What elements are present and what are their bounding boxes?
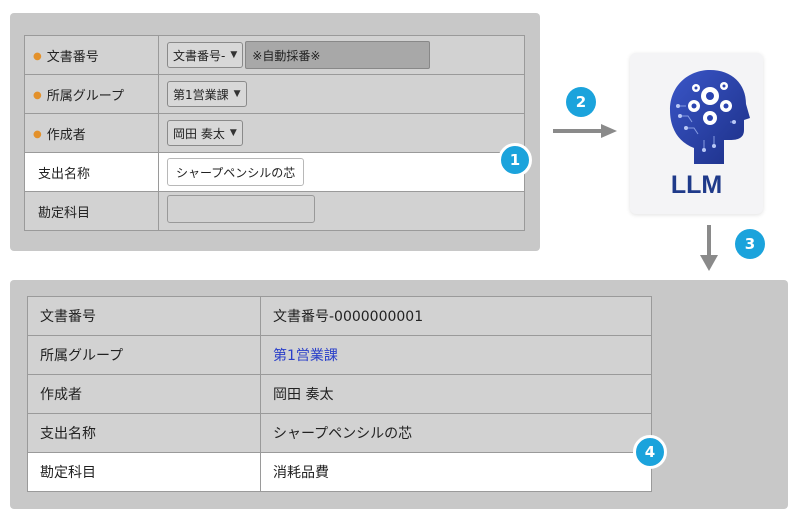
form-label: 勘定科目 [38, 205, 91, 221]
result-value: 岡田 奏太 [260, 374, 652, 414]
required-mark: ● [33, 128, 42, 140]
form-row-expense-name: 支出名称 シャープペンシルの芯 [24, 152, 525, 192]
result-label: 支出名称 [27, 413, 261, 453]
llm-box: LLM [630, 53, 763, 214]
llm-label: LLM [670, 171, 723, 199]
doc-number-select[interactable]: 文書番号-▼ [167, 42, 244, 68]
author-select[interactable]: 岡田 奏太▼ [167, 120, 243, 146]
group-select[interactable]: 第1営業課▼ [167, 81, 247, 107]
chevron-down-icon: ▼ [230, 50, 238, 60]
required-mark: ● [33, 50, 42, 62]
result-row-group: 所属グループ 第1営業課 [27, 335, 652, 375]
chevron-down-icon: ▼ [233, 89, 241, 99]
account-input[interactable] [167, 195, 315, 223]
result-value: 文書番号-0000000001 [260, 296, 652, 336]
result-panel: 文書番号 文書番号-0000000001 所属グループ 第1営業課 作成者 岡田… [10, 280, 788, 509]
required-mark: ● [33, 89, 42, 101]
result-row-author: 作成者 岡田 奏太 [27, 374, 652, 414]
result-label: 文書番号 [27, 296, 261, 336]
step-badge-2: 2 [566, 87, 596, 117]
form-label: 支出名称 [38, 166, 91, 182]
arrow-right-icon [553, 124, 617, 138]
step-badge-4: 4 [633, 435, 667, 469]
form-row-account: 勘定科目 [24, 191, 525, 231]
result-row-expense-name: 支出名称 シャープペンシルの芯 [27, 413, 652, 453]
auto-number-field: ※自動採番※ [245, 41, 431, 69]
form-row-doc-number: ● 文書番号 文書番号-▼※自動採番※ [24, 35, 525, 75]
ai-head-icon [670, 70, 750, 164]
step-badge-3: 3 [735, 229, 765, 259]
chevron-down-icon: ▼ [229, 128, 237, 138]
result-row-doc-number: 文書番号 文書番号-0000000001 [27, 296, 652, 336]
input-form-table: ● 文書番号 文書番号-▼※自動採番※ ● 所属グループ 第1営業課▼ ● 作成者 岡… [24, 35, 525, 231]
result-value: 消耗品費 [260, 452, 652, 492]
form-row-group: ● 所属グループ 第1営業課▼ [24, 74, 525, 114]
result-row-account: 勘定科目 消耗品費 [27, 452, 652, 492]
group-link[interactable]: 第1営業課 [273, 348, 338, 364]
expense-name-input[interactable]: シャープペンシルの芯 [167, 158, 305, 186]
form-row-author: ● 作成者 岡田 奏太▼ [24, 113, 525, 153]
result-label: 作成者 [27, 374, 261, 414]
input-form-panel: ● 文書番号 文書番号-▼※自動採番※ ● 所属グループ 第1営業課▼ ● 作成者 岡… [10, 13, 540, 251]
result-table: 文書番号 文書番号-0000000001 所属グループ 第1営業課 作成者 岡田… [27, 296, 652, 492]
form-label: 文書番号 [46, 49, 99, 65]
form-label: 所属グループ [46, 88, 124, 104]
result-label: 勘定科目 [27, 452, 261, 492]
result-label: 所属グループ [27, 335, 261, 375]
step-badge-1: 1 [498, 143, 532, 177]
result-value: シャープペンシルの芯 [260, 413, 652, 453]
arrow-down-icon [700, 225, 718, 271]
form-label: 作成者 [46, 127, 86, 143]
